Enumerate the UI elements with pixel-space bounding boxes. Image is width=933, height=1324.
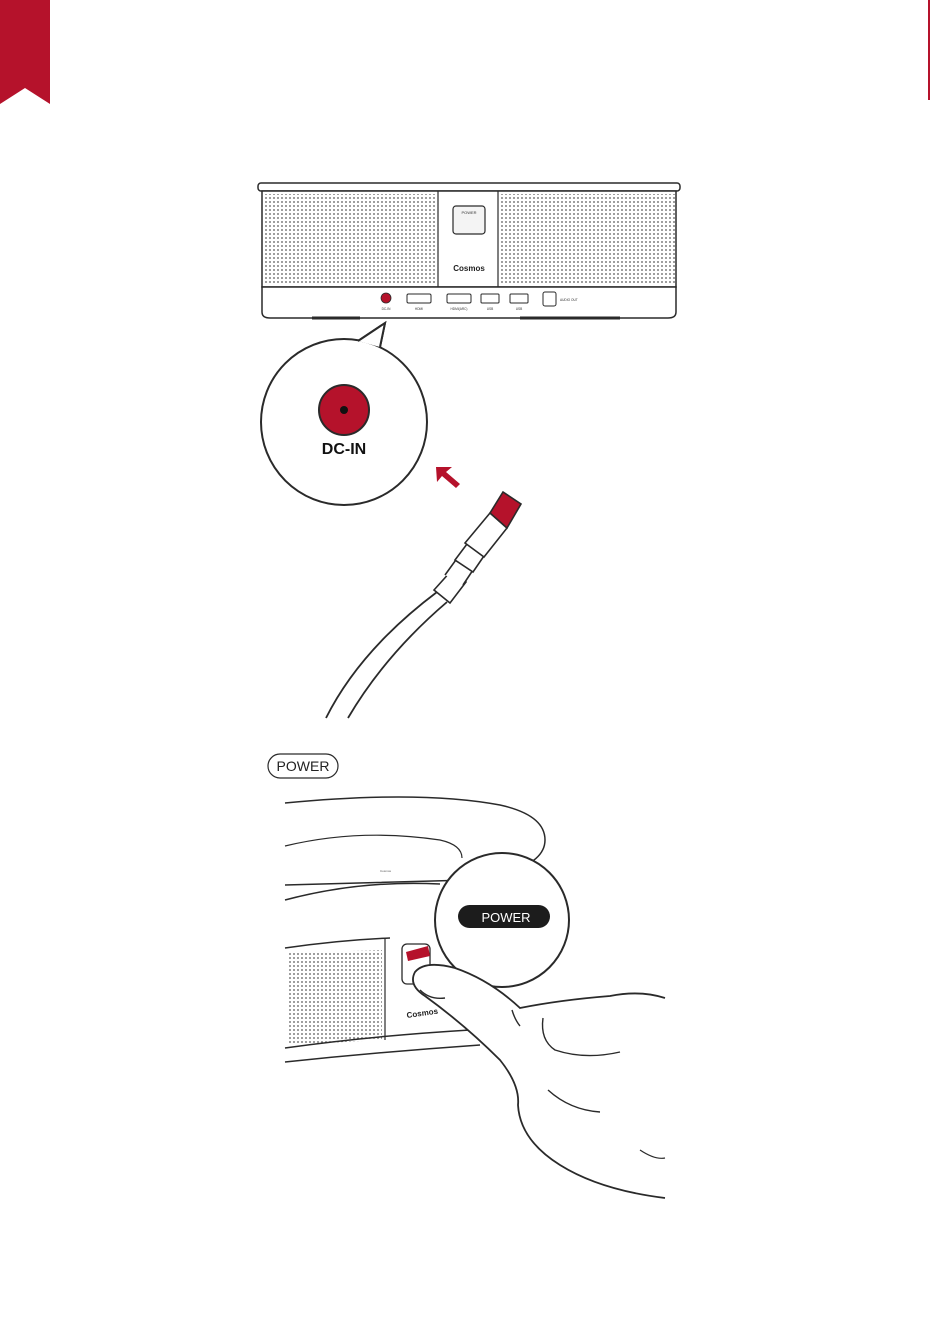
port-label-dc-in: DC-IN [382,307,392,311]
speaker-grill-bottom [287,950,382,1045]
brand-logo-top: Cosmos [453,264,485,273]
power-button-label: POWER [277,758,330,774]
power-cable [326,492,521,718]
brand-logo-bottom: Cosmos [406,1007,439,1020]
audio-out-port [543,292,556,306]
lid-marking: Cosmos [380,869,392,873]
top-power-button-label: POWER [461,210,476,215]
port-label-usb-1: USB [487,307,494,311]
dc-in-callout: DC-IN [261,323,427,505]
port-label-hdmi: HDMI [415,307,423,311]
power-button-label-box: POWER [268,754,338,778]
power-callout-label: POWER [481,910,530,925]
hand-illustration [413,965,665,1198]
dc-in-port [381,293,391,303]
projector-front: POWER Cosmos DC-IN HDMI HDMI(ARC) USB US… [258,183,680,318]
dc-in-callout-label: DC-IN [322,441,366,458]
insert-arrow-icon [436,467,460,488]
hdmi-port [407,294,431,303]
port-label-hdmi-arc: HDMI(ARC) [451,307,468,311]
port-label-usb-2: USB [516,307,523,311]
hdmi-arc-port [447,294,471,303]
speaker-grill-left [263,194,435,285]
usb-port-2 [510,294,528,303]
port-label-audio-out: AUDIO OUT [560,298,578,302]
speaker-grill-right [501,194,675,285]
usb-port-1 [481,294,499,303]
power-callout: POWER [435,853,569,987]
